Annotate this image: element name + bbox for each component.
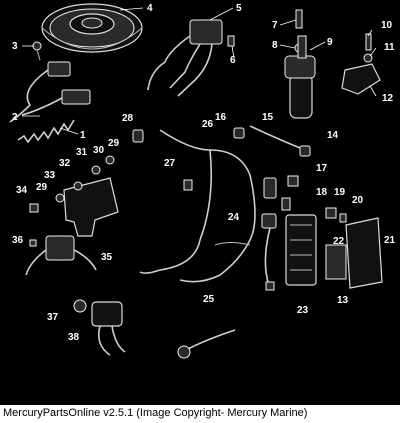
screw-6 <box>227 35 235 47</box>
callout-18: 18 <box>316 187 328 198</box>
starter-switch <box>73 299 126 356</box>
mounting-bracket <box>29 155 119 237</box>
ground-strap <box>233 125 311 157</box>
parts-diagram: 4 3 2 1 5 6 7 8 9 10 11 12 28 26 16 15 1… <box>9 3 396 359</box>
callout-21: 21 <box>384 235 396 246</box>
copyright-caption: MercuryPartsOnline v2.5.1 (Image Copyrig… <box>3 407 308 419</box>
callout-9: 9 <box>327 37 333 48</box>
screw-3 <box>32 41 42 61</box>
leader-lines <box>22 7 377 135</box>
callout-labels: 4 3 2 1 5 6 7 8 9 10 11 12 28 26 16 15 1… <box>12 3 396 343</box>
callout-22: 22 <box>333 236 345 247</box>
callout-32: 32 <box>59 158 71 169</box>
callout-33: 33 <box>44 170 56 181</box>
callout-24: 24 <box>228 212 240 223</box>
callout-2: 2 <box>12 112 18 123</box>
callout-12: 12 <box>382 93 394 104</box>
callout-26: 26 <box>202 119 214 130</box>
callout-10: 10 <box>381 20 393 31</box>
callout-36: 36 <box>12 235 24 246</box>
callout-13: 13 <box>337 295 349 306</box>
cover <box>325 217 383 289</box>
flywheel <box>41 3 143 53</box>
spring <box>17 119 75 144</box>
callout-38: 38 <box>68 332 80 343</box>
ignition-coil <box>284 9 316 119</box>
wiring-harness <box>139 129 256 283</box>
callout-29b: 29 <box>36 182 48 193</box>
callout-11: 11 <box>384 42 395 53</box>
callout-25: 25 <box>203 294 215 305</box>
switch-box <box>147 19 223 97</box>
callout-37: 37 <box>47 312 59 323</box>
callout-23: 23 <box>297 305 309 316</box>
callout-7: 7 <box>272 20 278 31</box>
grommet-28 <box>132 129 144 143</box>
callout-20: 20 <box>352 195 364 206</box>
callout-34: 34 <box>16 185 28 196</box>
callout-4: 4 <box>147 3 153 14</box>
callout-8: 8 <box>272 40 278 51</box>
callout-30: 30 <box>93 145 105 156</box>
callout-14: 14 <box>327 130 339 141</box>
regulator-35 <box>25 235 97 276</box>
coil-bracket <box>341 33 381 95</box>
callout-6: 6 <box>230 55 236 66</box>
screw-27 <box>183 179 193 191</box>
callout-35: 35 <box>101 252 113 263</box>
callout-19: 19 <box>334 187 346 198</box>
callout-1: 1 <box>80 130 86 141</box>
callout-27: 27 <box>164 158 176 169</box>
lead-25 <box>177 329 236 359</box>
callout-31: 31 <box>76 147 88 158</box>
terminal-block <box>285 214 317 286</box>
callout-15: 15 <box>262 112 274 123</box>
caption-bar: MercuryPartsOnline v2.5.1 (Image Copyrig… <box>0 405 400 423</box>
callout-29a: 29 <box>108 138 120 149</box>
callout-3: 3 <box>12 41 18 52</box>
callout-28: 28 <box>122 113 134 124</box>
callout-16: 16 <box>215 112 227 123</box>
small-parts-right <box>281 175 347 223</box>
trigger-assembly <box>9 61 91 123</box>
callout-17: 17 <box>316 163 328 174</box>
callout-5: 5 <box>236 3 242 14</box>
harness-24 <box>261 177 277 291</box>
